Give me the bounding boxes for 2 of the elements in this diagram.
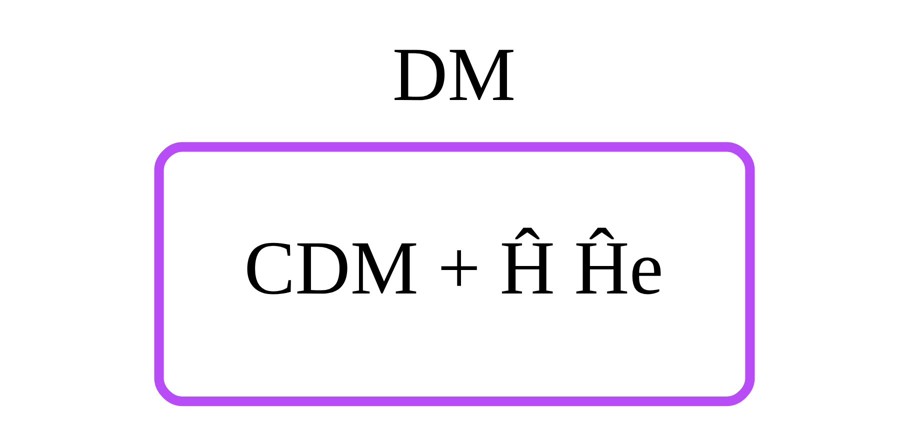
node-label: DM [392,32,516,118]
node-box: CDM + Ĥ Ĥe [154,142,754,406]
